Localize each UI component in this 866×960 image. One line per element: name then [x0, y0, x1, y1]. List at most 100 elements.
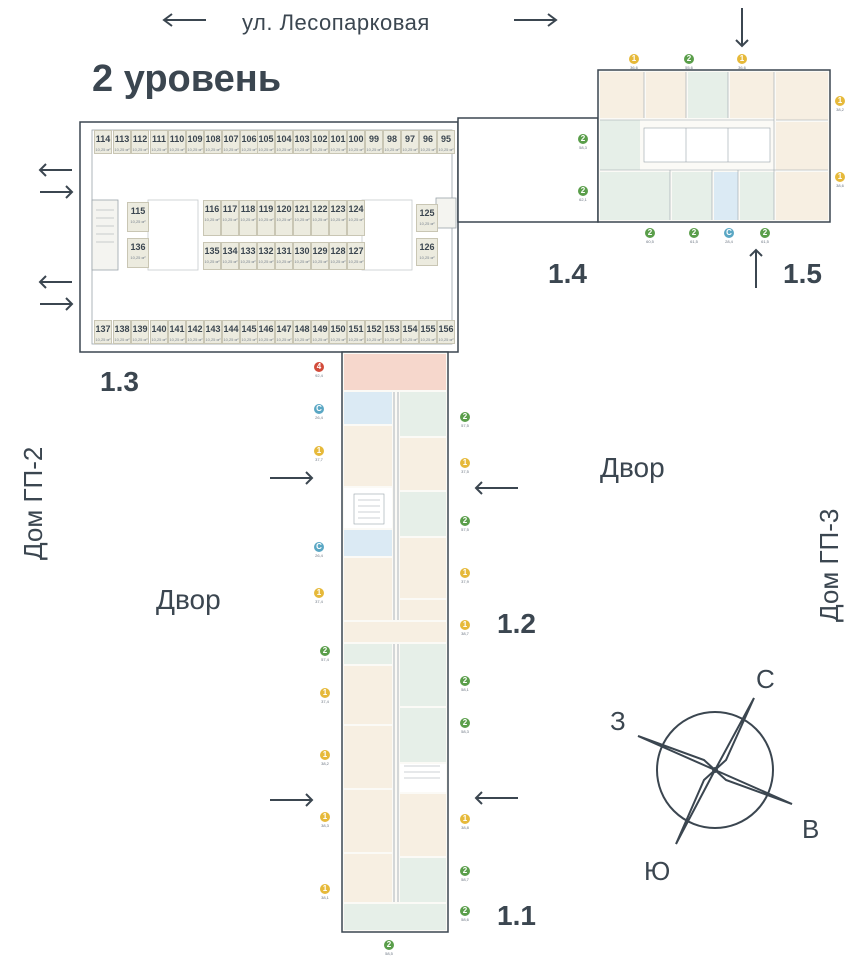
apartment-badge[interactable]: 1 — [320, 884, 330, 894]
apartment-badge[interactable]: 1 — [320, 688, 330, 698]
apartment-badge[interactable]: 2 — [460, 906, 470, 916]
apartment-badge[interactable]: С — [724, 228, 734, 238]
apartment-badge[interactable]: 2 — [460, 412, 470, 422]
apartment-badge[interactable]: 1 — [320, 812, 330, 822]
apartment-badge[interactable]: 4 — [314, 362, 324, 372]
apartment-area: 58,7 — [461, 877, 469, 882]
apartment-badge[interactable]: 1 — [320, 750, 330, 760]
apartment-badge[interactable]: 1 — [460, 458, 470, 468]
neighbor-label-right: Дом ГП-3 — [814, 508, 844, 622]
apartment-badge[interactable]: 2 — [684, 54, 694, 64]
apartment-badge[interactable]: 2 — [645, 228, 655, 238]
apartment-badge[interactable]: 2 — [578, 186, 588, 196]
apartment-badge[interactable]: С — [314, 542, 324, 552]
apartment-badge[interactable]: 1 — [629, 54, 639, 64]
apartment-badge[interactable]: 2 — [460, 676, 470, 686]
apartment-badge[interactable]: 1 — [737, 54, 747, 64]
apartment-badge[interactable]: 2 — [460, 718, 470, 728]
apartment-badge[interactable]: 2 — [760, 228, 770, 238]
apartment-badge[interactable]: 2 — [384, 940, 394, 950]
storage-cell-number: 153 — [384, 324, 400, 334]
apartment-badge[interactable]: 1 — [835, 172, 845, 182]
apartment-badge[interactable]: 1 — [460, 568, 470, 578]
apartment-badge[interactable]: 2 — [689, 228, 699, 238]
storage-cell-number: 99 — [368, 134, 379, 144]
apartment-badge[interactable]: 2 — [320, 646, 330, 656]
apartment-badge[interactable]: 2 — [460, 866, 470, 876]
apartment-badge[interactable]: 2 — [578, 134, 588, 144]
apartment-badge[interactable]: 2 — [460, 516, 470, 526]
apartment-badge[interactable]: 1 — [314, 588, 324, 598]
apartment-badge[interactable]: 1 — [835, 96, 845, 106]
apartment-badge[interactable]: 1 — [460, 620, 470, 630]
storage-cell-number: 135 — [204, 246, 220, 256]
apartment-badge[interactable]: С — [314, 404, 324, 414]
apartment-badge[interactable]: 1 — [460, 814, 470, 824]
compass-east: В — [802, 814, 820, 844]
apartment-badge[interactable]: 1 — [314, 446, 324, 456]
